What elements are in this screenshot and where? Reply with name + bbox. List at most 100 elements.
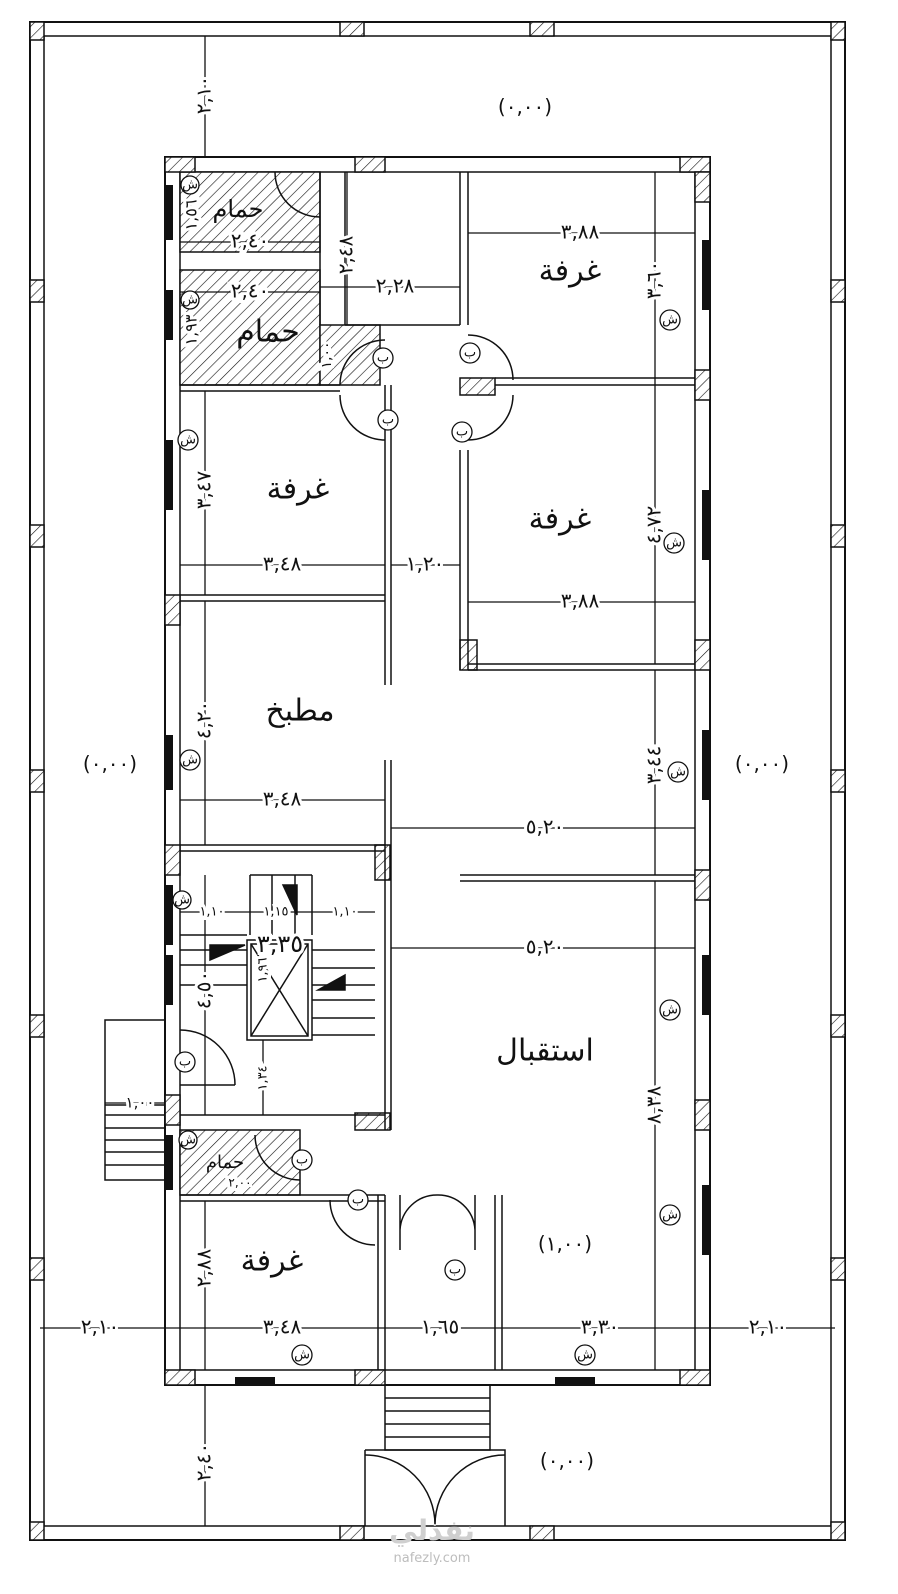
dim-stair-well: ١,٩٦ <box>256 957 271 982</box>
window-mark: ش <box>574 1344 596 1366</box>
dim-hall-top-w: ٢,٢٨ <box>376 274 415 298</box>
level-label-right: (٠,٠٠) <box>735 752 789 776</box>
dim-rtr-w: ٣,٨٨ <box>561 220 600 244</box>
dimension-texts: ٢,١٠ ١,٥٦ ٢,٤٠ ٢,٤٨ ٣,٨٨ ٣,٦٠ ٢,٤٠ ٢,٢٨ … <box>78 73 791 1485</box>
dim-kitchen-w: ٣,٤٨ <box>263 787 302 811</box>
window-mark: ش <box>179 749 201 771</box>
window-mark: ش <box>172 890 192 910</box>
dim-bath3-w: ٢,٠٠ <box>228 1176 251 1190</box>
dim-bath2-h: ١,٩٣ <box>182 314 201 345</box>
dim-rr-h: ٤,٧٢ <box>642 506 666 545</box>
window-marks: ش ش ش ش ش ش ش ش ش ش ش ش ش <box>172 175 689 1366</box>
side-stairs <box>104 1019 236 1181</box>
building-walls <box>104 156 711 1526</box>
svg-text:ب: ب <box>179 1055 191 1070</box>
svg-text:ش: ش <box>180 433 196 448</box>
room-label-bath-2: حمام <box>236 315 300 350</box>
window-mark: ش <box>659 309 681 331</box>
window-mark: ش <box>180 175 200 195</box>
dim-entry-w: ١,٦٥ <box>421 1315 460 1339</box>
window-mark: ش <box>177 429 199 451</box>
dim-stair-c: ١,١٠ <box>332 905 357 920</box>
window-mark: ش <box>180 290 200 310</box>
dim-rbl-h: ٢,٨٨ <box>192 1248 216 1287</box>
dim-right-h: ٣,٤٤ <box>642 746 666 785</box>
svg-text:ش: ش <box>182 293 198 308</box>
svg-text:ش: ش <box>662 1208 678 1223</box>
dim-side-stair: ١,٠٠ <box>126 1094 155 1112</box>
dim-bath2-door: ١,٠٠ <box>319 341 335 368</box>
dim-bath1-h: ١,٥٦ <box>182 200 201 231</box>
room-label-bedroom-right: غرفة <box>529 502 592 537</box>
dim-rtr-h: ٣,٦٠ <box>642 261 666 300</box>
watermark-url: nafezly.com <box>394 1551 471 1566</box>
front-stairs <box>364 1194 506 1526</box>
room-label-bath-3: حمام <box>206 1152 244 1173</box>
dim-hall-w1: ٥,٢٠ <box>526 815 565 839</box>
dim-bath1-w: ٢,٤٠ <box>231 229 270 253</box>
dim-stair-b: ١,١٥ <box>263 905 288 920</box>
door-mark: ب <box>459 342 481 364</box>
dimension-lines <box>40 36 835 1526</box>
window-mark: ش <box>659 999 681 1021</box>
svg-text:ب: ب <box>377 351 389 366</box>
svg-text:ش: ش <box>662 1003 678 1018</box>
door-mark: ب <box>377 409 399 431</box>
svg-text:ش: ش <box>577 1348 593 1363</box>
room-label-kitchen: مطبخ <box>265 694 334 729</box>
dim-right-setback: ٢,١٠ <box>749 1315 788 1339</box>
door-mark: ب <box>347 1189 369 1211</box>
door-mark: ب <box>174 1051 196 1073</box>
svg-text:ب: ب <box>456 425 468 440</box>
svg-text:ب: ب <box>464 346 476 361</box>
window-mark: ش <box>663 532 685 554</box>
dim-front-w: ٣,٣٠ <box>581 1315 620 1339</box>
dim-bath2-w: ٢,٤٠ <box>231 279 270 303</box>
dim-stair-h: ٤,٥٠ <box>192 971 216 1010</box>
door-mark: ب <box>444 1259 466 1281</box>
svg-text:ش: ش <box>182 178 198 193</box>
window-mark: ش <box>178 1130 198 1150</box>
room-label-reception: استقبال <box>496 1034 594 1069</box>
svg-text:ب: ب <box>382 413 394 428</box>
door-mark: ب <box>372 347 394 369</box>
dim-rl-h: ٣,٤٧ <box>192 470 216 509</box>
level-label-hall: (١,٠٠) <box>538 1232 592 1256</box>
svg-text:ش: ش <box>180 1133 196 1148</box>
door-mark: ب <box>291 1149 313 1171</box>
room-label-bedroom-top-right: غرفة <box>539 254 602 289</box>
window-mark: ش <box>659 1204 681 1226</box>
dim-left-setback: ٢,١٠ <box>81 1315 120 1339</box>
svg-text:ش: ش <box>294 1348 310 1363</box>
dim-reception-h: ٨,٣٨ <box>642 1085 666 1124</box>
svg-text:ب: ب <box>449 1263 461 1278</box>
dim-rl-w: ٣,٤٨ <box>263 552 302 576</box>
dim-rbl-w: ٣,٤٨ <box>263 1315 302 1339</box>
svg-text:ب: ب <box>296 1153 308 1168</box>
dim-front-setback: ٢,٤٠ <box>192 1443 216 1482</box>
svg-text:ش: ش <box>670 765 686 780</box>
dim-kitchen-h: ٤,٢٠ <box>192 701 216 740</box>
dim-stair-landing: ١,٣٤ <box>256 1065 271 1090</box>
svg-text:ش: ش <box>182 753 198 768</box>
svg-text:ش: ش <box>174 893 190 908</box>
dim-rr-w: ٣,٨٨ <box>561 589 600 613</box>
window-mark: ش <box>291 1344 313 1366</box>
dim-corridor-w: ١,٢٠ <box>406 552 445 576</box>
dim-hall-w2: ٥,٢٠ <box>526 935 565 959</box>
door-marks: ب ب ب ب ب ب ب ب <box>174 342 481 1281</box>
dim-top-setback: ٢,١٠ <box>192 76 216 115</box>
staircase <box>180 874 385 1116</box>
window-mark: ش <box>667 761 689 783</box>
watermark-logo: نفذلي <box>389 1514 475 1547</box>
door-swings <box>254 171 514 1246</box>
plot-boundary <box>29 21 846 1541</box>
room-label-bedroom-bottom-left: غرفة <box>241 1244 304 1279</box>
room-label-bedroom-left: غرفة <box>267 472 330 507</box>
dim-stair-total: ٣,٣٥ <box>257 930 303 958</box>
room-label-bath-1: حمام <box>213 195 264 223</box>
level-label-left: (٠,٠٠) <box>83 752 137 776</box>
door-mark: ب <box>451 421 473 443</box>
dim-stair-a: ١,١٠ <box>199 905 224 920</box>
